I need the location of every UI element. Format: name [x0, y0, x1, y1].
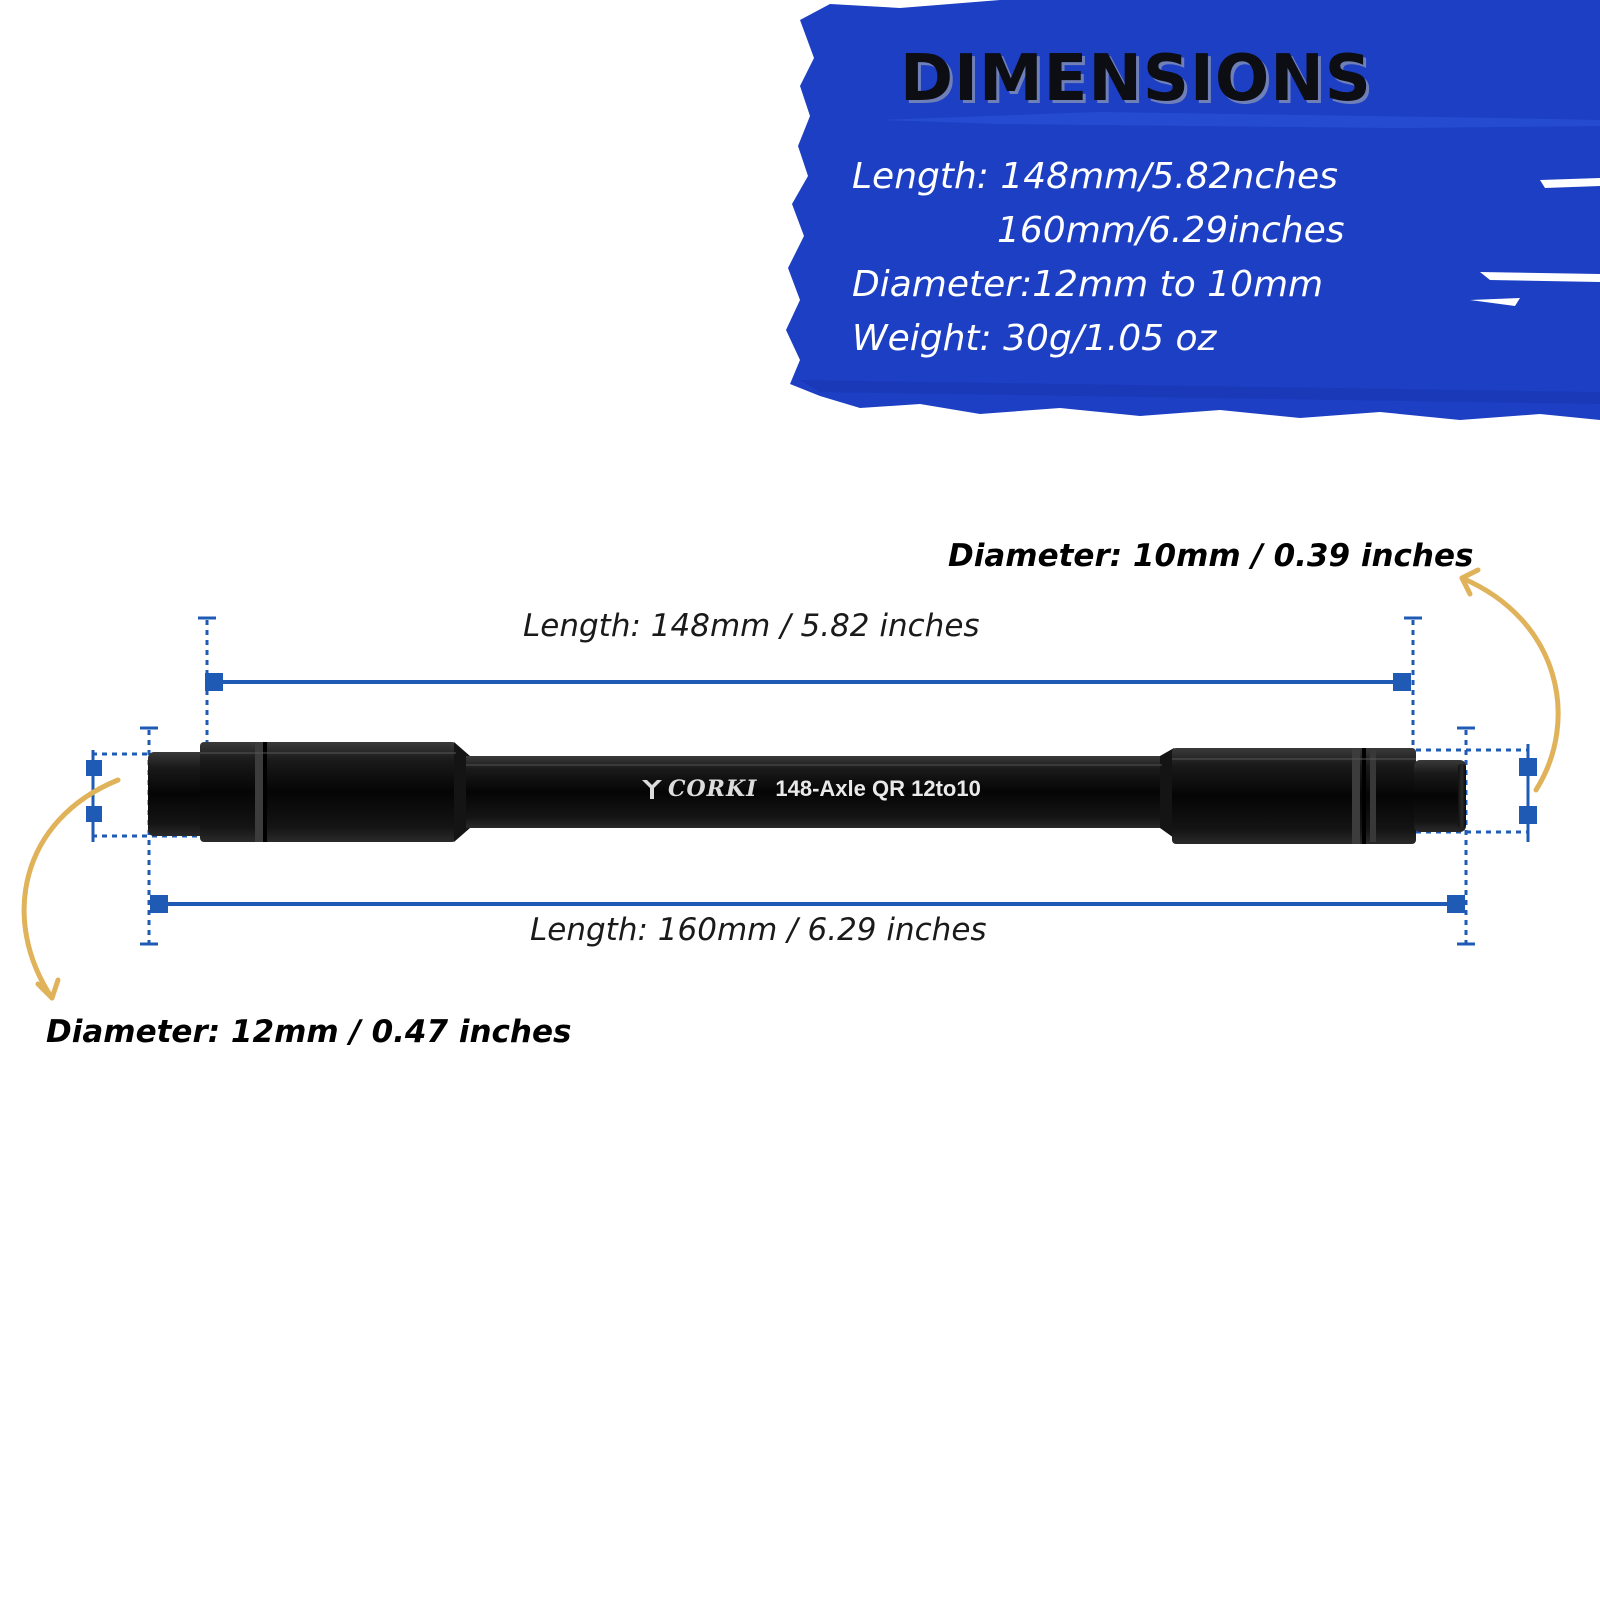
length-160-dimension — [140, 726, 1475, 946]
spec-length-line-1: Length: 148mm/5.82nches — [852, 156, 1338, 197]
brand-logo: CORKI — [640, 776, 757, 802]
diameter-10-dimension — [1416, 744, 1537, 842]
spec-diameter: Diameter:12mm to 10mm — [852, 264, 1324, 305]
model-print: 148-Axle QR 12to10 — [775, 776, 981, 801]
banner-brush-stroke — [786, 0, 1600, 420]
axle-print: CORKI 148-Axle QR 12to10 — [640, 776, 981, 802]
brand-mark-icon — [642, 780, 662, 799]
diameter-10-label: Diameter: 10mm / 0.39 inches — [948, 538, 1474, 574]
arrow-diameter-12 — [21, 777, 121, 1001]
thru-axle-image — [148, 742, 1466, 844]
length-148-label: Length: 148mm / 5.82 inches — [523, 608, 980, 644]
diameter-12-label: Diameter: 12mm / 0.47 inches — [46, 1014, 572, 1050]
banner-title: DIMENSIONS — [900, 42, 1372, 116]
spec-weight: Weight: 30g/1.05 oz — [852, 318, 1217, 359]
spec-length-line-2: 160mm/6.29inches — [997, 210, 1345, 251]
diameter-12-dimension — [86, 750, 210, 842]
brand-name: CORKI — [668, 776, 758, 802]
length-160-label: Length: 160mm / 6.29 inches — [530, 912, 987, 948]
arrow-diameter-10 — [1459, 567, 1561, 793]
